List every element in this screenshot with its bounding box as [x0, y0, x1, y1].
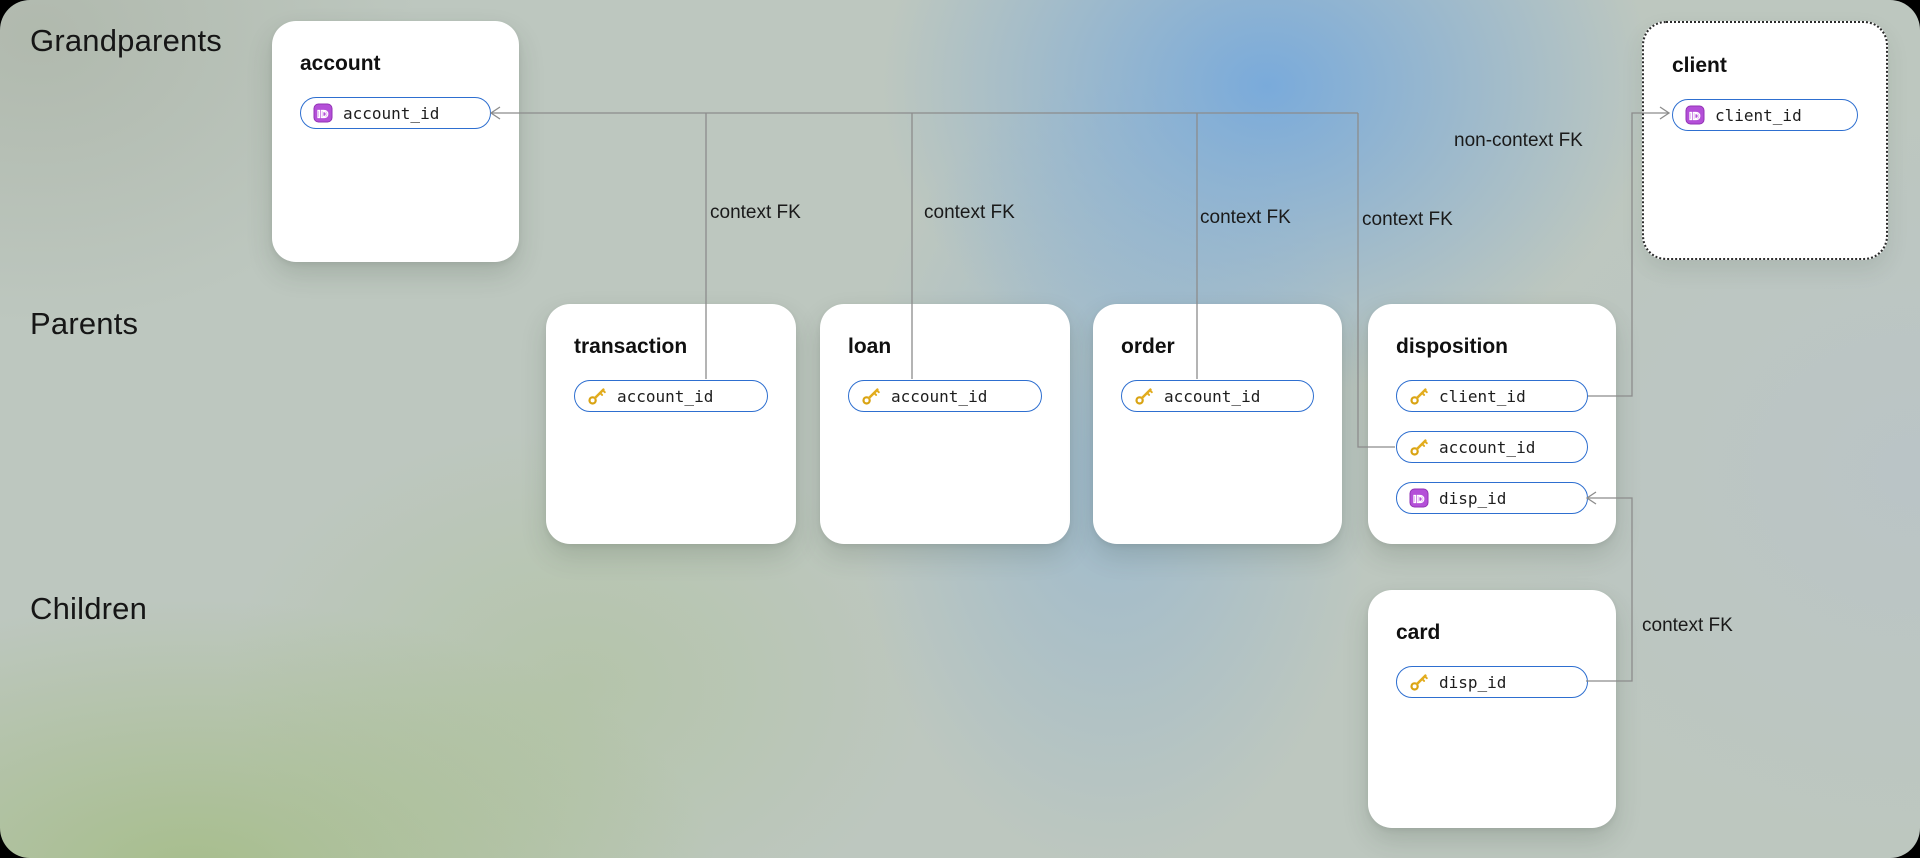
table-card-loan[interactable]: loan account_id: [820, 304, 1070, 544]
edge-label-context-fk-disposition: context FK: [1362, 209, 1453, 230]
field-pill-disposition-client_id[interactable]: client_id: [1396, 380, 1588, 412]
table-card-card[interactable]: card disp_id: [1368, 590, 1616, 828]
field-pill-order-account_id[interactable]: account_id: [1121, 380, 1314, 412]
field-name: account_id: [617, 386, 714, 406]
field-name: account_id: [343, 103, 440, 123]
field-pill-transaction-account_id[interactable]: account_id: [574, 380, 768, 412]
table-card-client[interactable]: client ID client_id: [1642, 21, 1888, 260]
field-pill-disposition-account_id[interactable]: account_id: [1396, 431, 1588, 463]
key-icon: [1134, 386, 1154, 406]
field-name: client_id: [1715, 105, 1802, 125]
field-pill-loan-account_id[interactable]: account_id: [848, 380, 1042, 412]
field-name: disp_id: [1439, 488, 1507, 508]
table-title: account: [300, 52, 381, 75]
svg-text:ID: ID: [1413, 493, 1425, 505]
edge-label-non-context-fk: non-context FK: [1454, 130, 1583, 151]
table-title: disposition: [1396, 335, 1508, 358]
table-title: card: [1396, 621, 1441, 644]
key-icon: [587, 386, 607, 406]
field-pill-card-disp_id[interactable]: disp_id: [1396, 666, 1588, 698]
table-title: loan: [848, 335, 892, 358]
id-badge-icon: ID: [313, 103, 333, 123]
field-name: account_id: [1164, 386, 1261, 406]
id-badge-icon: ID: [1409, 488, 1429, 508]
key-icon: [1409, 386, 1429, 406]
field-name: disp_id: [1439, 672, 1507, 692]
table-title: transaction: [574, 335, 688, 358]
level-label-parents: Parents: [30, 306, 139, 341]
id-badge-icon: ID: [1685, 105, 1705, 125]
level-label-grandparents: Grandparents: [30, 23, 222, 58]
edge-label-context-fk-loan: context FK: [924, 202, 1015, 223]
field-pill-client-client_id[interactable]: ID client_id: [1672, 99, 1858, 131]
edge-label-context-fk-transaction: context FK: [710, 202, 801, 223]
edge-label-context-fk-order: context FK: [1200, 207, 1291, 228]
table-card-disposition[interactable]: disposition client_id: [1368, 304, 1616, 544]
field-name: account_id: [891, 386, 988, 406]
key-icon: [1409, 672, 1429, 692]
table-title: order: [1121, 335, 1175, 358]
svg-text:ID: ID: [1689, 110, 1701, 122]
table-card-transaction[interactable]: transaction account_id: [546, 304, 796, 544]
key-icon: [1409, 437, 1429, 457]
table-card-order[interactable]: order account_id: [1093, 304, 1342, 544]
field-pill-account-account_id[interactable]: ID account_id: [300, 97, 491, 129]
edge-label-context-fk-card: context FK: [1642, 615, 1733, 636]
field-pill-disposition-disp_id[interactable]: ID disp_id: [1396, 482, 1588, 514]
level-label-children: Children: [30, 591, 148, 626]
field-name: account_id: [1439, 437, 1536, 457]
key-icon: [861, 386, 881, 406]
svg-text:ID: ID: [317, 108, 329, 120]
field-name: client_id: [1439, 386, 1526, 406]
table-card-account[interactable]: account ID account_id: [272, 21, 519, 262]
table-title: client: [1672, 54, 1727, 77]
